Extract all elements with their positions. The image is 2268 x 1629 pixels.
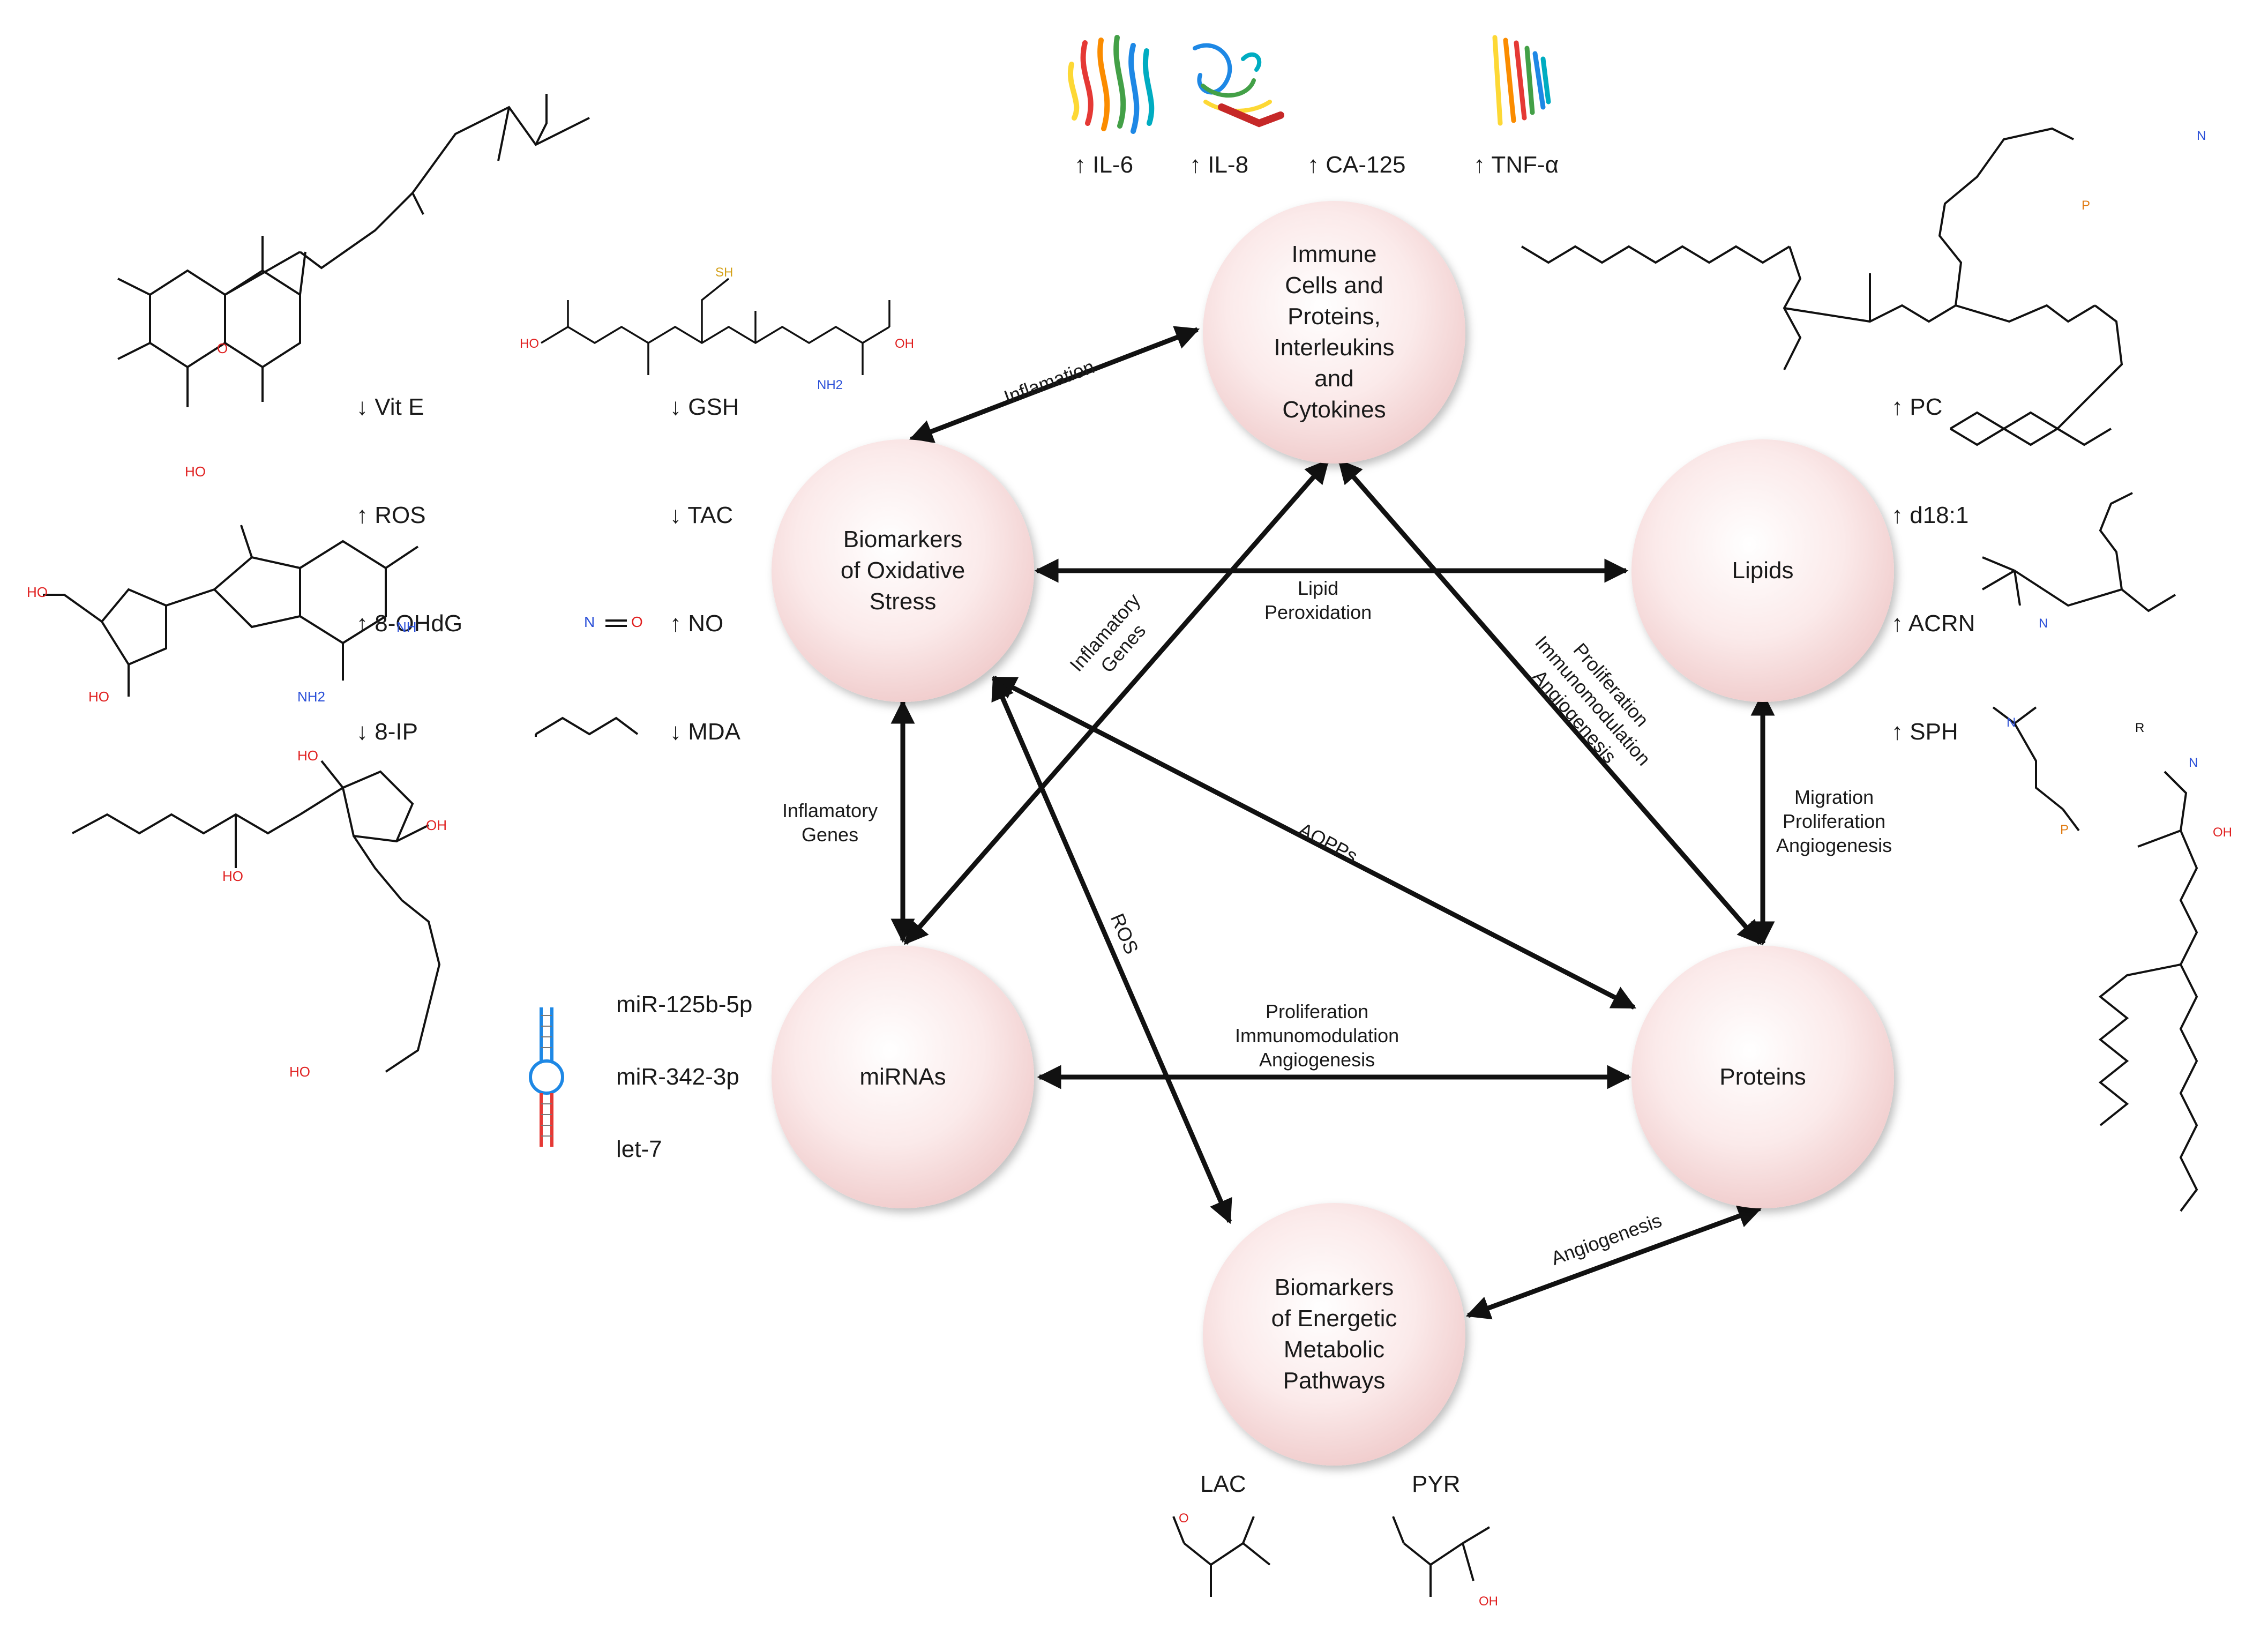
atom-no-n: N (584, 614, 595, 630)
node-energetic-label: Biomarkers of Energetic Metabolic Pathwa… (1271, 1274, 1397, 1394)
biomarker-8-ip: ↓ 8-IP (356, 719, 418, 745)
mirna-125b-5p: miR-125b-5p (616, 991, 753, 1018)
atom-no-o: O (631, 614, 643, 630)
atom-sph-nh: N (2189, 756, 2198, 770)
node-oxidative (772, 439, 1034, 702)
edge-label-lipid-peroxidation: Lipid Peroxidation (1264, 577, 1372, 623)
tnfa-protein-structure-icon (1492, 35, 1551, 126)
biomarker-acrn: ↑ ACRN (1891, 610, 1975, 637)
atom-lac-o: O (1179, 1511, 1189, 1526)
biomarker-pc: ↑ PC (1891, 394, 1943, 420)
pyr-structure (1392, 1516, 1491, 1597)
biomarker-tnfa: ↑ TNF-α (1473, 152, 1559, 178)
atom-vite-o: O (217, 340, 228, 356)
atom-ohdg-ho: HO (27, 584, 48, 600)
il8-protein-structure-icon (1193, 43, 1284, 128)
node-mirnas-label: miRNAs (859, 1064, 946, 1090)
biomarker-lac: LAC (1200, 1471, 1246, 1497)
edge-oxidative-energetic (991, 675, 1232, 1224)
node-proteins-label: Proteins (1719, 1064, 1806, 1090)
atom-ip-oh: OH (426, 817, 447, 833)
atom-ohdg-oh: HO (88, 689, 109, 705)
pc-structure (1521, 127, 2123, 446)
lac-structure (1172, 1516, 1271, 1597)
node-mirnas (772, 946, 1034, 1208)
biomarker-ca125: ↑ CA-125 (1307, 152, 1406, 178)
biomarker-ros: ↑ ROS (356, 502, 426, 528)
atom-sph-p: P (2060, 823, 2069, 837)
il6-protein-structure-icon (1068, 35, 1155, 134)
atom-ohdg-nh2: NH2 (297, 689, 326, 705)
atom-pc-n: N (2197, 129, 2206, 143)
biomarker-tac: ↓ TAC (670, 502, 733, 528)
node-lipids-label: Lipids (1732, 557, 1794, 584)
atom-sph-n: N (2007, 715, 2016, 730)
8-ip-structure (72, 760, 441, 1073)
edge-label-migration: Migration Proliferation Angiogenesis (1776, 786, 1892, 856)
node-immune-label: Immune Cells and Proteins, Interleukins … (1274, 241, 1395, 423)
atom-acrn-n: N (2039, 616, 2048, 631)
biomarker-mda: ↓ MDA (670, 719, 740, 745)
biomarker-il8: ↑ IL-8 (1189, 152, 1249, 178)
biomarker-sph: ↑ SPH (1891, 719, 1958, 745)
atom-gsh-ho: HO (520, 337, 539, 351)
biomarker-no: ↑ NO (670, 610, 724, 637)
atom-gsh-sh: SH (715, 265, 733, 280)
mirna-342-3p: miR-342-3p (616, 1064, 739, 1090)
biomarker-gsh: ↓ GSH (670, 394, 739, 420)
atom-gsh-oh: OH (895, 337, 914, 351)
atom-ohdg-nh: NH (396, 619, 417, 635)
mda-structure (535, 716, 639, 737)
atom-ip-ho2: HO (222, 868, 243, 884)
acrn-structure (1981, 492, 2176, 612)
glutathione-structure (541, 278, 890, 375)
node-oxidative-label: Biomarkers of Oxidative Stress (840, 526, 965, 615)
biomarker-8-ohdg: ↑ 8-OHdG (356, 610, 463, 637)
atom-pc-p: P (2082, 198, 2091, 213)
atom-sph-r: R (2135, 721, 2145, 735)
atom-ip-ho3: HO (289, 1064, 310, 1080)
node-immune (1203, 201, 1465, 464)
node-energetic (1203, 1203, 1465, 1466)
node-lipids (1631, 439, 1894, 702)
atom-pyr-oh: OH (1479, 1594, 1498, 1609)
biomarker-d18-1: ↑ d18:1 (1891, 502, 1969, 528)
atom-vite-ho: HO (185, 464, 206, 480)
atom-sph-oh: OH (2213, 825, 2232, 840)
edge-label-inflamatory-genes-vertical: Inflamatory Genes (782, 799, 878, 846)
mirna-hairpin-icon (529, 1007, 564, 1147)
biomarker-il6: ↑ IL-6 (1074, 152, 1134, 178)
vitamin-e-structure (117, 94, 590, 407)
node-proteins (1631, 946, 1894, 1208)
edge-oxidative-immune (908, 326, 1200, 443)
edge-energetic-proteins (1465, 1204, 1763, 1320)
edge-label-proliferation-horizontal: Proliferation Immunomodulation Angiogene… (1235, 1000, 1399, 1071)
atom-gsh-nh2: NH2 (817, 378, 843, 392)
biomarker-vit-e: ↓ Vit E (356, 394, 424, 420)
no-structure (605, 619, 627, 627)
atom-ip-ho: HO (297, 748, 318, 764)
8-ohdg-structure (43, 525, 419, 697)
biomarker-pyr: PYR (1412, 1471, 1461, 1497)
mirna-let-7: let-7 (616, 1136, 662, 1162)
sph-structure (1992, 706, 2198, 1212)
